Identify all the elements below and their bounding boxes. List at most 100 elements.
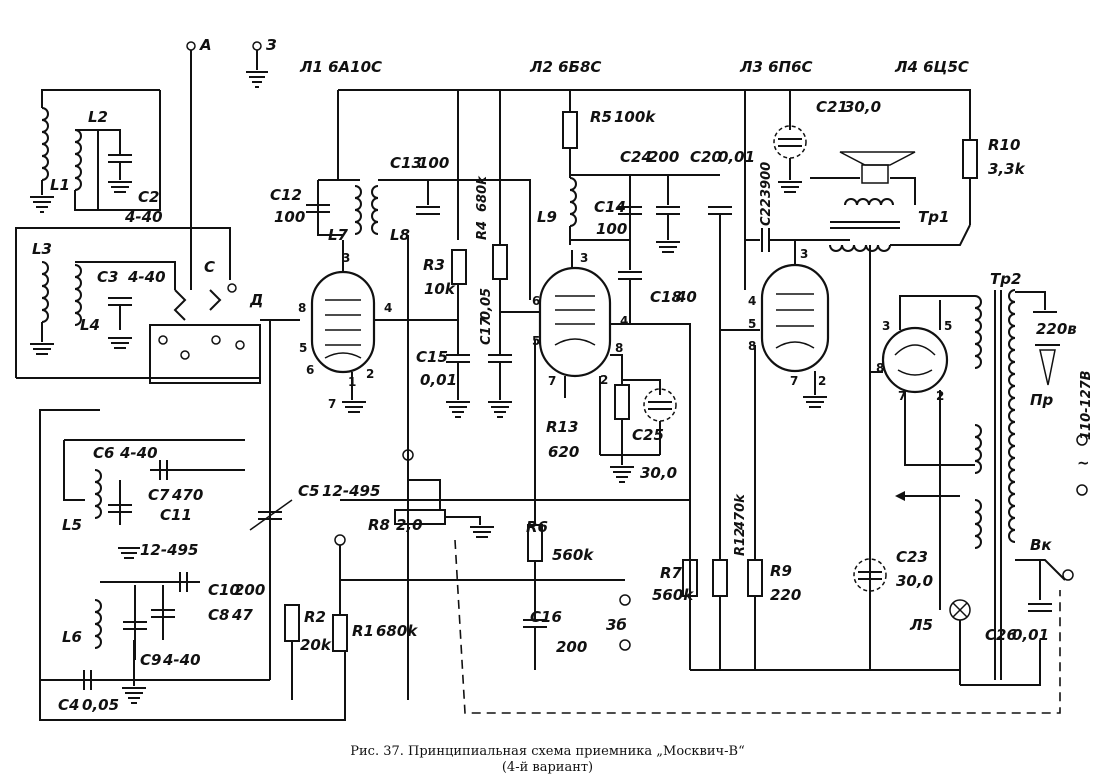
tr1-label: Тр1: [918, 208, 949, 226]
mains-220-label: 220в: [1036, 320, 1077, 338]
svg-text:6: 6: [306, 363, 314, 377]
l3-label: L3: [32, 240, 52, 258]
ac-label: ~: [1077, 454, 1090, 472]
c15-value: 0,01: [420, 371, 457, 389]
r2-label: R2: [304, 608, 326, 626]
c14-value: 100: [596, 220, 627, 238]
tube-l1-label: Л1 6А10С: [299, 58, 382, 76]
c17-value: 0,05: [479, 288, 494, 320]
c5-value: 12-495: [322, 482, 380, 500]
if-transformer-1: C12 100 L7 L8 C13 100: [270, 154, 531, 700]
l9-label: L9: [537, 208, 557, 226]
mains-label: 110-127В: [1079, 370, 1094, 440]
tube-l2: Л2 6Б8С 3 6 5 4 8 7 2: [529, 58, 691, 670]
tube-l3-label: Л3 6П6С: [739, 58, 813, 76]
svg-text:4: 4: [620, 314, 628, 328]
c21-value: 30,0: [844, 98, 881, 116]
c20-value: 0,01: [718, 148, 755, 166]
c16-label: C16: [530, 608, 562, 626]
svg-text:4: 4: [384, 301, 392, 315]
tube-l4: 3 5 8 7 2: [870, 295, 975, 610]
pickup-label: 3б: [606, 616, 627, 634]
svg-text:8: 8: [876, 361, 884, 375]
mains-switch-label: Вк: [1030, 536, 1052, 554]
c9-label: C9: [140, 651, 161, 669]
r3-r4-c15-c17: R3 10k R4 680k C15 0,01 C17 0,05: [416, 90, 540, 418]
figure-caption-variant: (4-й вариант): [501, 760, 594, 775]
svg-text:6: 6: [532, 294, 540, 308]
svg-text:7: 7: [548, 374, 556, 388]
r10-value: 3,3k: [988, 160, 1026, 178]
c25-value: 30,0: [640, 464, 677, 482]
svg-text:2: 2: [600, 373, 608, 387]
r9-value: 220: [770, 586, 801, 604]
output-stage: C21 30,0 C22 3900 Тр1 R10 3,3k Л4 6Ц5С: [745, 58, 1026, 670]
l2-label: L2: [88, 108, 108, 126]
tube-l3: Л3 6П6С 3 4 5 8 7 2: [739, 58, 850, 408]
coil-l3-l4: L3 C3 4-40 L4: [15, 227, 231, 378]
detector-volume-network: R6 560k C16 200 R8 2,0 R1 680k R2 20k 3б: [284, 449, 1061, 714]
r1-value: 680k: [376, 622, 418, 640]
ground-bus: [16, 377, 960, 671]
ground-label: З: [266, 36, 277, 54]
antenna-label: А: [199, 36, 212, 54]
svg-text:8: 8: [298, 301, 306, 315]
r5-label: R5: [590, 108, 612, 126]
c8-label: C8: [208, 606, 229, 624]
c5-label: C5: [298, 482, 319, 500]
c23-label: C23: [896, 548, 928, 566]
c4-label: C4: [58, 696, 79, 714]
r8-label: R8: [368, 516, 390, 534]
svg-text:2: 2: [818, 374, 826, 388]
svg-text:5: 5: [748, 317, 756, 331]
r3-value: 10k: [424, 280, 456, 298]
svg-text:3: 3: [882, 319, 890, 333]
svg-text:2: 2: [366, 367, 374, 381]
c11-value: 12-495: [140, 541, 198, 559]
tube-l1: Л1 6А10С 3 8 4 5 6 1 2 7: [298, 58, 458, 413]
r1-label: R1: [352, 622, 374, 640]
c17-label: C17: [479, 316, 494, 345]
c23-filter: C23 30,0: [853, 548, 933, 592]
c12-label: C12: [270, 186, 302, 204]
c18-value: 40: [675, 288, 697, 306]
power-transformer: Тр2 220в Пр 110-127В ~ Л5 Вк C26 0,01: [895, 270, 1094, 686]
c23-value: 30,0: [896, 572, 933, 590]
antenna-terminal[interactable]: А: [186, 36, 212, 290]
ground-terminal[interactable]: З: [246, 36, 277, 88]
r12-label: R12: [733, 528, 748, 556]
svg-text:3: 3: [342, 251, 350, 265]
c25-label: C25: [632, 426, 664, 444]
r7-label: R7: [660, 564, 683, 582]
r13-value: 620: [548, 443, 579, 461]
c7-value: 470: [171, 486, 203, 504]
c26-label: C26: [985, 626, 1017, 644]
c20-label: C20: [690, 148, 722, 166]
l7-label: L7: [328, 226, 349, 244]
svg-text:5: 5: [944, 319, 952, 333]
svg-text:8: 8: [615, 341, 623, 355]
c10-value: 200: [234, 581, 265, 599]
waveband-switch[interactable]: С Д: [149, 258, 300, 384]
l1-label: L1: [50, 176, 70, 194]
output-grid-network: R7 560k R12 470k R9 220: [652, 330, 930, 671]
r4-value: 680k: [475, 175, 490, 212]
r6-value: 560k: [552, 546, 594, 564]
c9-value: 4-40: [162, 651, 201, 669]
r5-value: 100k: [614, 108, 656, 126]
r6-label: R6: [526, 518, 548, 536]
svg-text:7: 7: [790, 374, 798, 388]
r4-label: R4: [475, 221, 490, 240]
coil-l1-l2: L2 L1 C2 4-40: [30, 89, 163, 226]
r2-value: 20k: [300, 636, 332, 654]
c6-value: 4-40: [119, 444, 158, 462]
switch-c-label: С: [204, 258, 215, 276]
c11-label: C11: [160, 506, 192, 524]
c12-value: 100: [274, 208, 305, 226]
l5-label: L5: [62, 516, 82, 534]
l6-label: L6: [62, 628, 82, 646]
c3-label: C3: [97, 268, 118, 286]
r10-label: R10: [988, 136, 1020, 154]
c2-label: C2: [138, 188, 159, 206]
c4-value: 0,05: [82, 696, 119, 714]
